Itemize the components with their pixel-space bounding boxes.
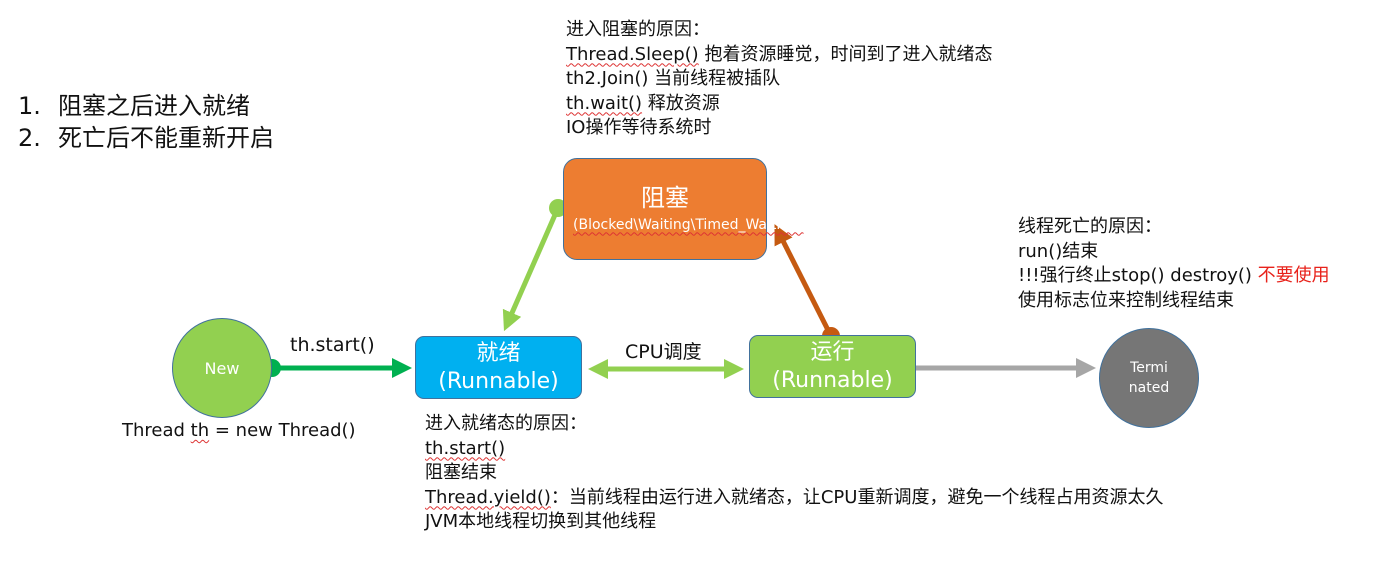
state-terminated-label-line2: nated bbox=[1128, 380, 1170, 396]
caption-text: Thread bbox=[122, 420, 191, 441]
death-reason: !!!强行终止stop() destroy() 不要使用 bbox=[1018, 264, 1330, 289]
note-item: 1. 阻塞之后进入就绪 bbox=[18, 90, 274, 122]
warning-text: 不要使用 bbox=[1257, 265, 1330, 286]
state-running-title: 运行 bbox=[810, 339, 855, 365]
state-new: New bbox=[172, 318, 272, 418]
code-text: th.start() bbox=[425, 437, 506, 459]
blocked-reason: Thread.Sleep() 抱着资源睡觉，时间到了进入就绪态 bbox=[566, 43, 992, 68]
state-runnable: 就绪 (Runnable) bbox=[415, 336, 582, 399]
blocked-reason: th.wait() 释放资源 bbox=[566, 92, 992, 117]
state-blocked-title: 阻塞 bbox=[641, 183, 689, 212]
block-arrow bbox=[774, 224, 834, 338]
blocked-reason: th2.Join() 当前线程被插队 bbox=[566, 68, 781, 89]
blocked-reason: IO操作等待系统时 bbox=[566, 117, 712, 138]
reason-text: 释放资源 bbox=[642, 92, 720, 114]
state-running-subtitle: (Runnable) bbox=[772, 367, 893, 393]
runnable-reason: th.start() bbox=[425, 437, 1163, 462]
death-reasons-title: 线程死亡的原因： bbox=[1018, 216, 1162, 237]
new-thread-caption: Thread th = new Thread() bbox=[122, 420, 356, 441]
note-text: 死亡后不能重新开启 bbox=[58, 124, 274, 152]
note-number: 2. bbox=[18, 124, 41, 152]
state-terminated: Termi nated bbox=[1099, 328, 1199, 428]
death-reason: 使用标志位来控制线程结束 bbox=[1018, 289, 1234, 311]
code-text: th.wait() bbox=[566, 92, 643, 114]
note-text: 阻塞之后进入就绪 bbox=[58, 92, 250, 120]
state-runnable-title: 就绪 bbox=[476, 340, 521, 366]
blocked-reasons: 进入阻塞的原因： Thread.Sleep() 抱着资源睡觉，时间到了进入就绪态… bbox=[566, 18, 992, 141]
runnable-reasons-title: 进入就绪态的原因： bbox=[425, 413, 587, 434]
note-item: 2. 死亡后不能重新开启 bbox=[18, 122, 274, 154]
code-text: Thread.yield() bbox=[425, 486, 551, 508]
state-runnable-subtitle: (Runnable) bbox=[438, 368, 559, 394]
unblock-arrow bbox=[502, 206, 561, 332]
reason-text: 抱着资源睡觉，时间到了进入就绪态 bbox=[698, 43, 993, 65]
schedule-edge-label: CPU调度 bbox=[625, 341, 702, 363]
runnable-reason: JVM本地线程切换到其他线程 bbox=[425, 511, 657, 532]
numbered-notes: 1. 阻塞之后进入就绪 2. 死亡后不能重新开启 bbox=[18, 90, 274, 154]
runnable-reason: 阻塞结束 bbox=[425, 462, 497, 483]
start-edge-label: th.start() bbox=[290, 334, 375, 356]
blocked-reasons-title: 进入阻塞的原因： bbox=[566, 19, 710, 40]
caption-variable: th bbox=[190, 420, 210, 441]
unblock-arrow-origin-dot bbox=[549, 199, 567, 217]
state-running: 运行 (Runnable) bbox=[749, 335, 916, 398]
caption-text: = new Thread() bbox=[209, 420, 356, 441]
reason-text: ：当前线程由运行进入就绪态，让CPU重新调度，避免一个线程占用资源太久 bbox=[550, 486, 1164, 508]
runnable-reasons: 进入就绪态的原因： th.start() 阻塞结束 Thread.yield()… bbox=[425, 412, 1163, 535]
runnable-reason: Thread.yield()：当前线程由运行进入就绪态，让CPU重新调度，避免一… bbox=[425, 486, 1163, 511]
note-number: 1. bbox=[18, 92, 41, 120]
death-reason: run()结束 bbox=[1018, 240, 1099, 262]
death-reasons: 线程死亡的原因： run()结束 !!!强行终止stop() destroy()… bbox=[1018, 215, 1330, 313]
state-blocked: 阻塞 (Blocked\Waiting\Timed_Waiting) bbox=[563, 158, 804, 260]
reason-text: !!!强行终止stop() destroy() bbox=[1018, 265, 1258, 286]
state-terminated-label-line1: Termi bbox=[1130, 360, 1168, 376]
code-text: Thread.Sleep() bbox=[566, 43, 699, 65]
state-new-label: New bbox=[204, 358, 240, 378]
state-blocked-subtitle: (Blocked\Waiting\Timed_Waiting) bbox=[573, 216, 804, 233]
